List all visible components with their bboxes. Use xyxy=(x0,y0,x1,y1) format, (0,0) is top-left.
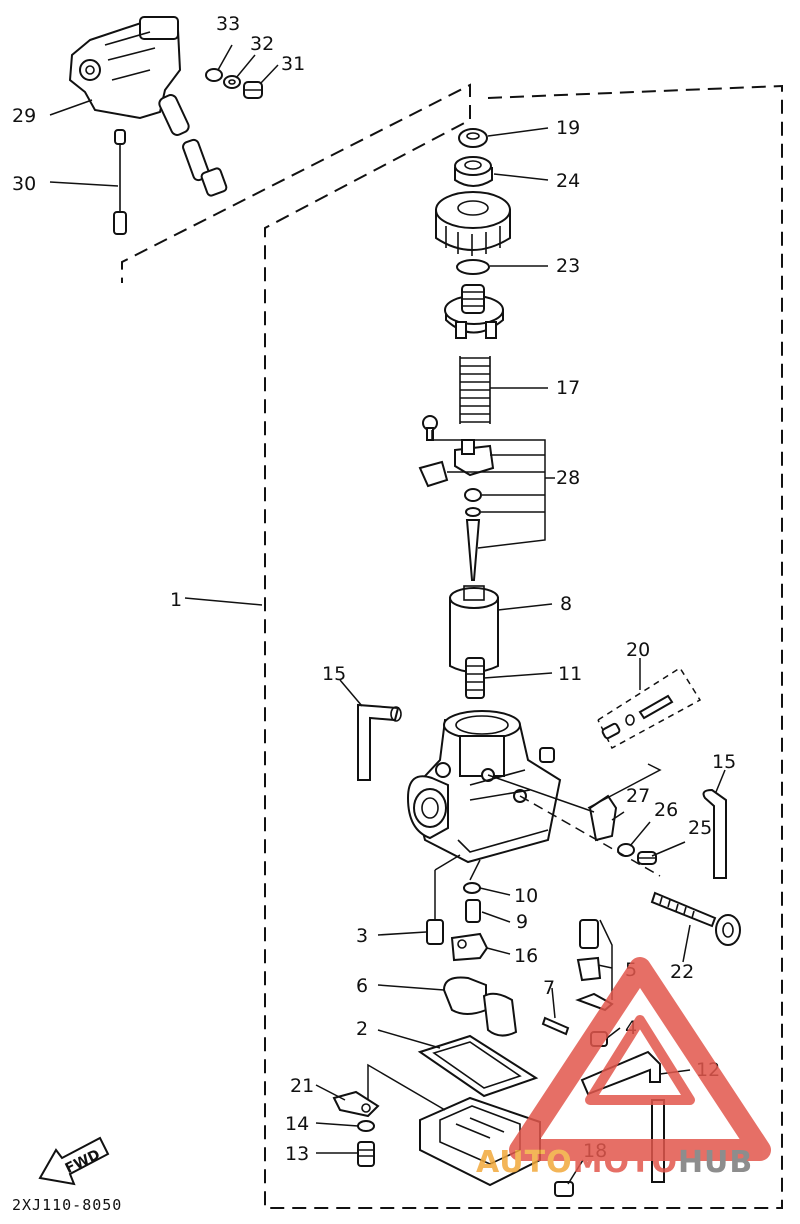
callout-11: 11 xyxy=(558,663,582,685)
pilot-screw-set xyxy=(597,666,702,750)
pilot-jet-3 xyxy=(426,919,444,945)
callout-21: 21 xyxy=(290,1075,314,1097)
callout-9: 9 xyxy=(516,911,528,933)
float-pin-7 xyxy=(541,1016,570,1036)
vent-hose-left xyxy=(357,703,402,781)
washer-19 xyxy=(458,128,488,148)
callout-10: 10 xyxy=(514,885,538,907)
callout-27: 27 xyxy=(626,785,650,807)
callout-22: 22 xyxy=(670,961,694,983)
throttle-housing xyxy=(68,16,228,197)
callout-24: 24 xyxy=(556,170,580,192)
watermark-moto: MOTO xyxy=(573,1145,678,1180)
callout-25: 25 xyxy=(688,817,712,839)
forward-arrow-icon: FWD xyxy=(38,1136,110,1186)
callout-3: 3 xyxy=(356,925,368,947)
callout-13: 13 xyxy=(285,1143,309,1165)
callout-23: 23 xyxy=(556,255,580,277)
callout-29: 29 xyxy=(12,105,36,127)
cable-bracket xyxy=(588,794,657,865)
callout-26: 26 xyxy=(654,799,678,821)
callout-14: 14 xyxy=(285,1113,309,1135)
vent-hose-right xyxy=(702,788,727,879)
throttle-stop-screw xyxy=(650,891,741,946)
assembly-boundary xyxy=(121,83,783,1209)
callout-30: 30 xyxy=(12,173,36,195)
float-valve-5 xyxy=(576,919,602,982)
callout-31: 31 xyxy=(281,53,305,75)
screw-13 xyxy=(357,1141,375,1167)
callout-15-left: 15 xyxy=(322,663,346,685)
washer-10 xyxy=(463,882,481,894)
callout-7: 7 xyxy=(543,977,555,999)
callout-16: 16 xyxy=(514,945,538,967)
callout-19: 19 xyxy=(556,117,580,139)
callout-8: 8 xyxy=(560,593,572,615)
svg-text:AUTOMOTOHUB: AUTOMOTOHUB xyxy=(476,1145,753,1180)
callout-15-right: 15 xyxy=(712,751,736,773)
callout-33: 33 xyxy=(216,13,240,35)
carburetor-body xyxy=(406,710,562,864)
main-jet-9 xyxy=(465,899,481,923)
o-ring-23 xyxy=(456,259,490,275)
callout-20: 20 xyxy=(626,639,650,661)
drain-screw-18 xyxy=(554,1181,574,1197)
callout-32: 32 xyxy=(250,33,274,55)
gasket-2 xyxy=(417,1034,539,1098)
callout-17: 17 xyxy=(556,377,580,399)
callout-1: 1 xyxy=(170,589,182,611)
throttle-valve-8 xyxy=(449,585,499,673)
jet-holder-16 xyxy=(450,932,489,962)
needle-jet-11 xyxy=(465,657,485,699)
washer-14 xyxy=(357,1120,375,1132)
throttle-cable xyxy=(113,129,127,235)
float-6 xyxy=(442,976,518,1037)
automotohub-watermark: AUTOMOTOHUB xyxy=(476,957,771,1180)
needle-set-28 xyxy=(418,415,495,581)
spring-17 xyxy=(459,356,491,424)
leader-lines xyxy=(49,44,726,1185)
diagram-code: 2XJ110-8050 xyxy=(12,1196,122,1214)
throttle-top xyxy=(444,284,504,339)
plate-21 xyxy=(332,1090,380,1118)
callout-28: 28 xyxy=(556,467,580,489)
watermark-hub: HUB xyxy=(678,1145,753,1180)
body-fitting xyxy=(539,747,555,763)
cap-24 xyxy=(454,156,493,187)
watermark-auto: AUTO xyxy=(476,1145,573,1180)
mixing-chamber-top-nut xyxy=(435,191,511,256)
callout-6: 6 xyxy=(356,975,368,997)
screw-washer-set xyxy=(205,68,263,99)
callout-2: 2 xyxy=(356,1018,368,1040)
